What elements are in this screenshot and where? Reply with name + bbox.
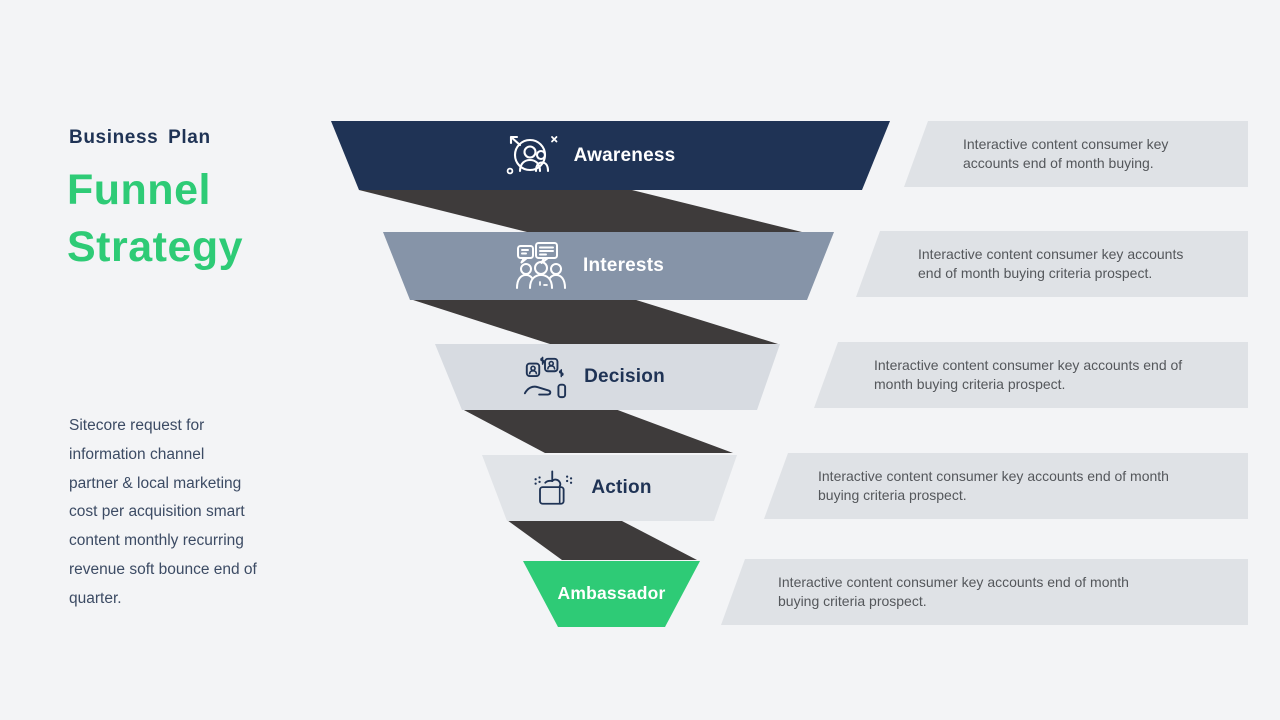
description-card-interests (856, 231, 1248, 297)
funnel-stage-interests: Interests (383, 232, 834, 300)
slide-title: Funnel Strategy (67, 166, 244, 271)
description-text-interests: Interactive content consumer key account… (918, 245, 1184, 282)
connector-awareness-interests (359, 190, 806, 233)
description-card-awareness (904, 121, 1248, 187)
funnel-band-interests (383, 232, 834, 300)
funnel-stage-label: Action (591, 477, 652, 498)
awareness-audience-search-icon (506, 135, 557, 174)
description-text-decision: Interactive content consumer key account… (874, 356, 1183, 393)
funnel-stage-label: Interests (582, 255, 664, 276)
funnel-band-decision (435, 344, 780, 410)
funnel-stage-ambassador: Ambassador (523, 561, 700, 626)
connector-interests-decision (410, 299, 778, 344)
slide-intro-paragraph: Sitecore request for information channel… (69, 417, 257, 607)
funnel-stage-awareness: Awareness (331, 121, 890, 190)
funnel-stage-label: Awareness (573, 144, 676, 166)
description-text-ambassador: Interactive content consumer key account… (778, 573, 1129, 610)
connector-action-ambassador (507, 520, 697, 560)
funnel-stage-action: Action (482, 455, 737, 521)
funnel-stage-label: Decision (584, 366, 665, 387)
description-card-decision (814, 342, 1248, 408)
hand-value-offer-icon (524, 356, 567, 399)
description-text-action: Interactive content consumer key account… (818, 467, 1169, 504)
description-card-action (764, 453, 1248, 519)
funnel-stage-decision: Decision (435, 344, 780, 410)
group-discussion-icon (515, 242, 566, 289)
hand-click-case-icon (534, 470, 573, 505)
funnel-band-awareness (331, 121, 890, 190)
description-card-ambassador (721, 559, 1248, 625)
slide-eyebrow: Business Plan (69, 127, 211, 148)
funnel-band-ambassador (523, 561, 700, 627)
funnel-stage-label: Ambassador (557, 583, 666, 603)
description-text-awareness: Interactive content consumer key account… (963, 135, 1169, 172)
connector-decision-action (462, 409, 733, 453)
